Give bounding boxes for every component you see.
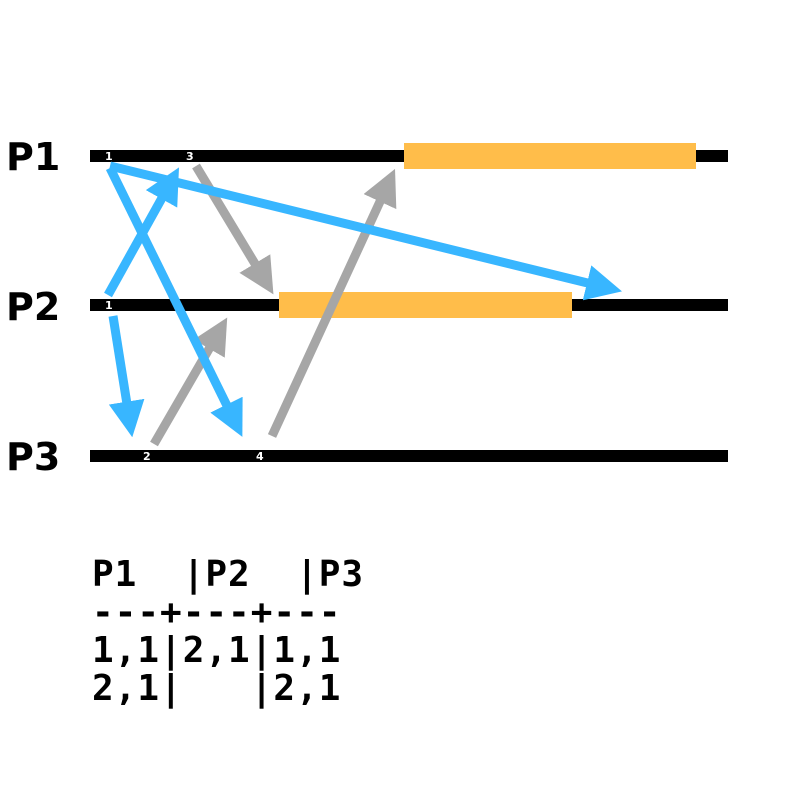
blue-arrow-p1-1-to-p3 xyxy=(105,166,243,437)
table-row: 2,1| |2,1 xyxy=(92,668,342,709)
blue-arrow-p1-1-to-p2 xyxy=(108,161,622,301)
process-timeline-diagram: P1 P2 P3 1 3 1 2 4 xyxy=(6,135,728,479)
process-label-p3: P3 xyxy=(6,435,60,479)
event-label-p1-3: 3 xyxy=(186,150,194,163)
gray-arrow-p1-3-to-p2 xyxy=(192,163,274,295)
table-row: 1,1|2,1|1,1 xyxy=(92,630,342,671)
gray-arrow-p3-2-to-p2 xyxy=(150,317,228,447)
event-label-p3-4: 4 xyxy=(256,450,264,463)
table-header-row: P1 |P2 |P3 xyxy=(92,554,365,595)
blue-arrow-p2-1-to-p3 xyxy=(108,315,145,438)
gray-arrow-p3-4-to-p1 xyxy=(267,168,397,438)
process-label-p1: P1 xyxy=(6,135,60,179)
event-label-p1-1: 1 xyxy=(105,150,113,163)
table-separator-row: ---+---+--- xyxy=(92,592,342,633)
critical-section-block-p1 xyxy=(404,143,696,169)
process-label-p2: P2 xyxy=(6,285,60,329)
event-label-p2-1: 1 xyxy=(105,299,113,312)
critical-section-block-p2 xyxy=(279,292,572,318)
event-label-p3-2: 2 xyxy=(143,450,151,463)
